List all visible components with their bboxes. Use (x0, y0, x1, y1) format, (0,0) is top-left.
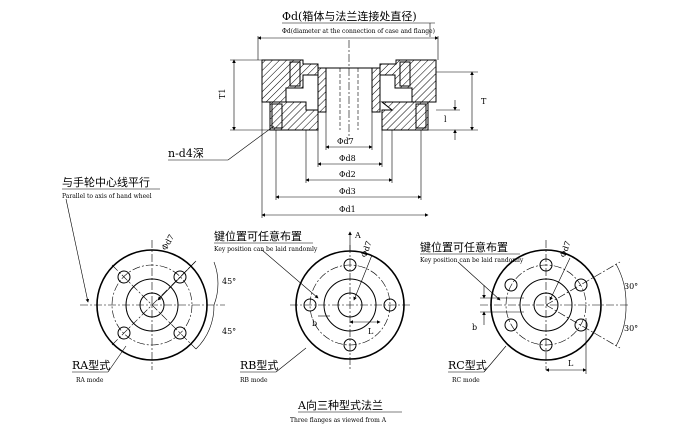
rb-b-label: b (312, 319, 317, 328)
rc-label-leader (483, 345, 507, 373)
rc-hole-3 (574, 318, 588, 332)
key-en-2: Key position can be laid randomly (420, 257, 524, 264)
rc-b-label: b (472, 323, 477, 332)
rc-l-label: L (568, 359, 574, 368)
top-title-en: Φd(diameter at the connection of case an… (282, 28, 435, 35)
bottom-caption-cn: A向三种型式法兰 (297, 398, 383, 412)
ra-label-leader (107, 345, 127, 373)
label-t1: T1 (218, 89, 227, 99)
nd4-leader (227, 125, 275, 161)
rc-angle-arc-1 (615, 263, 627, 306)
key-cn-1: 键位置可任意布置 (214, 229, 302, 243)
parallel-leader (65, 198, 90, 303)
ra-angle-arc-1 (213, 261, 219, 306)
label-t: T (481, 97, 487, 106)
parallel-en: Parallel to axis of hand wheel (62, 193, 152, 200)
ra-angle-arc-2 (195, 304, 215, 350)
rc-hole-5 (504, 318, 518, 332)
rb-d7-leader (353, 254, 373, 301)
rc-hole-6 (504, 278, 518, 292)
ra-label-cn: RA型式 (72, 358, 110, 372)
rc-hole-2 (574, 278, 588, 292)
ra-label-en: RA mode (76, 377, 104, 384)
flange-left (269, 101, 319, 131)
label-d8: Φd8 (339, 154, 356, 163)
rc-d7-leader (549, 257, 571, 301)
case-bolt-left (289, 61, 301, 87)
rb-label-cn: RB型式 (240, 358, 278, 372)
rc-30b-line (545, 304, 621, 349)
label-d3: Φd3 (339, 187, 356, 196)
label-a: A (354, 231, 361, 240)
bottom-caption-en: Three flanges as viewed from A (290, 417, 387, 424)
rc-angle-30a: 30° (624, 282, 638, 291)
spigot-right (371, 67, 381, 113)
parallel-cn: 与手轮中心线平行 (62, 175, 150, 189)
label-d7: Φd7 (337, 137, 354, 146)
key-1-leader (261, 249, 319, 299)
ra-d7-leader (157, 261, 196, 301)
rc-angle-arc-2 (615, 304, 627, 347)
label-nd4: n-d4深 (168, 147, 204, 160)
label-d1: Φd1 (339, 205, 356, 214)
rb-l-label: L (368, 327, 374, 336)
case-right-upper (379, 59, 437, 103)
bolt-right (415, 103, 427, 129)
ra-angle-45a: 45° (222, 277, 236, 286)
rc-view: 键位置可任意布置 Key position can be laid random… (420, 240, 638, 384)
case-bolt-right (399, 61, 411, 87)
ra-view: 与手轮中心线平行 Parallel to axis of hand wheel … (62, 175, 236, 384)
ra-hole-3 (117, 326, 131, 340)
key-cn-2: 键位置可任意布置 (420, 240, 508, 254)
rc-30a-line (545, 261, 621, 306)
key-en-1: Key position can be laid randomly (214, 246, 318, 253)
rb-view: 键位置可任意布置 Key position can be laid random… (214, 229, 410, 384)
ra-diag1 (111, 264, 197, 350)
spigot-left (317, 67, 327, 113)
top-title-cn: Φd(箱体与法兰连接处直径) (282, 9, 417, 23)
rc-label-cn: RC型式 (448, 358, 487, 372)
flange-right (380, 101, 429, 131)
rb-label-en: RB mode (240, 377, 268, 384)
ra-hole-2 (173, 270, 187, 284)
ra-angle-45b: 45° (222, 327, 236, 336)
key-2-leader (457, 261, 501, 301)
bolt-left (271, 103, 283, 129)
label-d2: Φd2 (339, 170, 356, 179)
section-view: Φd(箱体与法兰连接处直径) Φd(diameter at the connec… (168, 9, 487, 218)
ra-d7-label: Φd7 (160, 233, 176, 252)
rb-label-leader (275, 347, 307, 373)
ra-hole-4 (173, 326, 187, 340)
ra-hole-1 (117, 270, 131, 284)
rc-label-en: RC mode (452, 377, 480, 384)
label-l: l (444, 115, 447, 124)
rc-angle-30b: 30° (624, 324, 638, 333)
